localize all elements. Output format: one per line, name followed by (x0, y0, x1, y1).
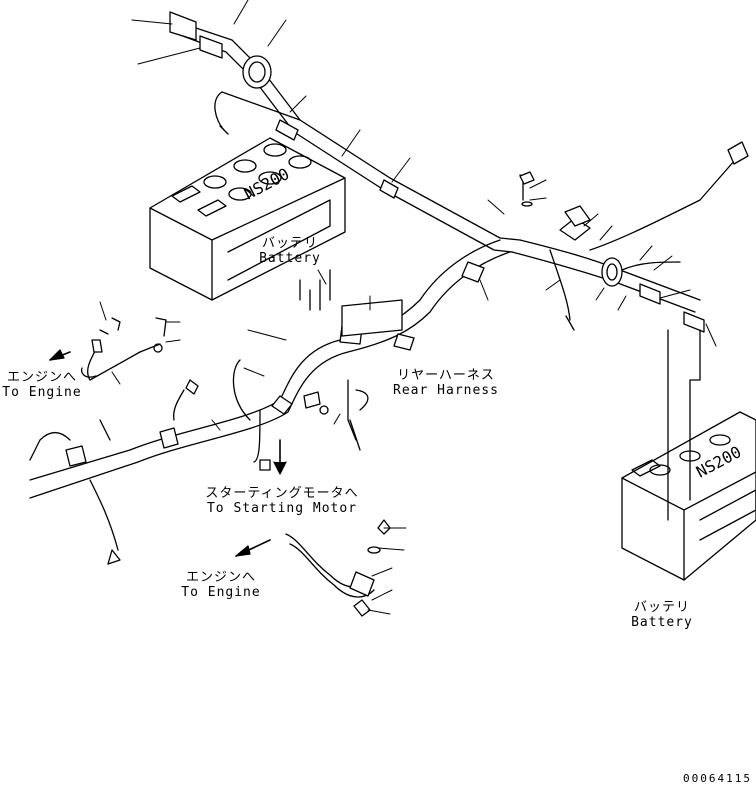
battery-left-label: バッテリ Battery (250, 236, 330, 266)
to-engine-left-label: エンジンへ To Engine (0, 370, 84, 400)
leader-lines (99, 0, 717, 615)
battery-left: NS200 (149, 137, 346, 301)
to-engine-left-label-jp: エンジンへ (6, 370, 77, 385)
battery-right-label: バッテリ Battery (622, 600, 702, 630)
battery-right: NS200 (621, 411, 756, 581)
battery-left-label-en: Battery (259, 251, 321, 266)
rear-harness-label-en: Rear Harness (393, 383, 499, 398)
rear-harness-label-jp: リヤーハーネス (397, 368, 495, 383)
drawing-number: 00064115 (683, 772, 752, 785)
rear-harness-label: リヤーハーネス Rear Harness (384, 368, 508, 398)
to-engine-bottom-label: エンジンへ To Engine (176, 570, 266, 600)
starting-motor-label-en: To Starting Motor (206, 501, 358, 516)
main-harness (29, 239, 511, 565)
starting-motor-label-jp: スターティングモータへ (205, 486, 359, 501)
battery-right-label-en: Battery (631, 615, 693, 630)
battery-left-label-jp: バッテリ (261, 236, 318, 251)
right-harness (511, 141, 749, 521)
battery-right-label-jp: バッテリ (633, 600, 690, 615)
to-engine-left-label-en: To Engine (2, 385, 82, 400)
starting-motor-label: スターティングモータへ To Starting Motor (200, 486, 364, 516)
to-engine-bottom-label-jp: エンジンへ (185, 570, 256, 585)
fasteners (185, 171, 535, 471)
to-engine-bottom-label-en: To Engine (181, 585, 261, 600)
engine-cable-left (49, 317, 167, 381)
top-harness-tube (169, 11, 521, 253)
engine-cable-bottom (235, 519, 391, 617)
